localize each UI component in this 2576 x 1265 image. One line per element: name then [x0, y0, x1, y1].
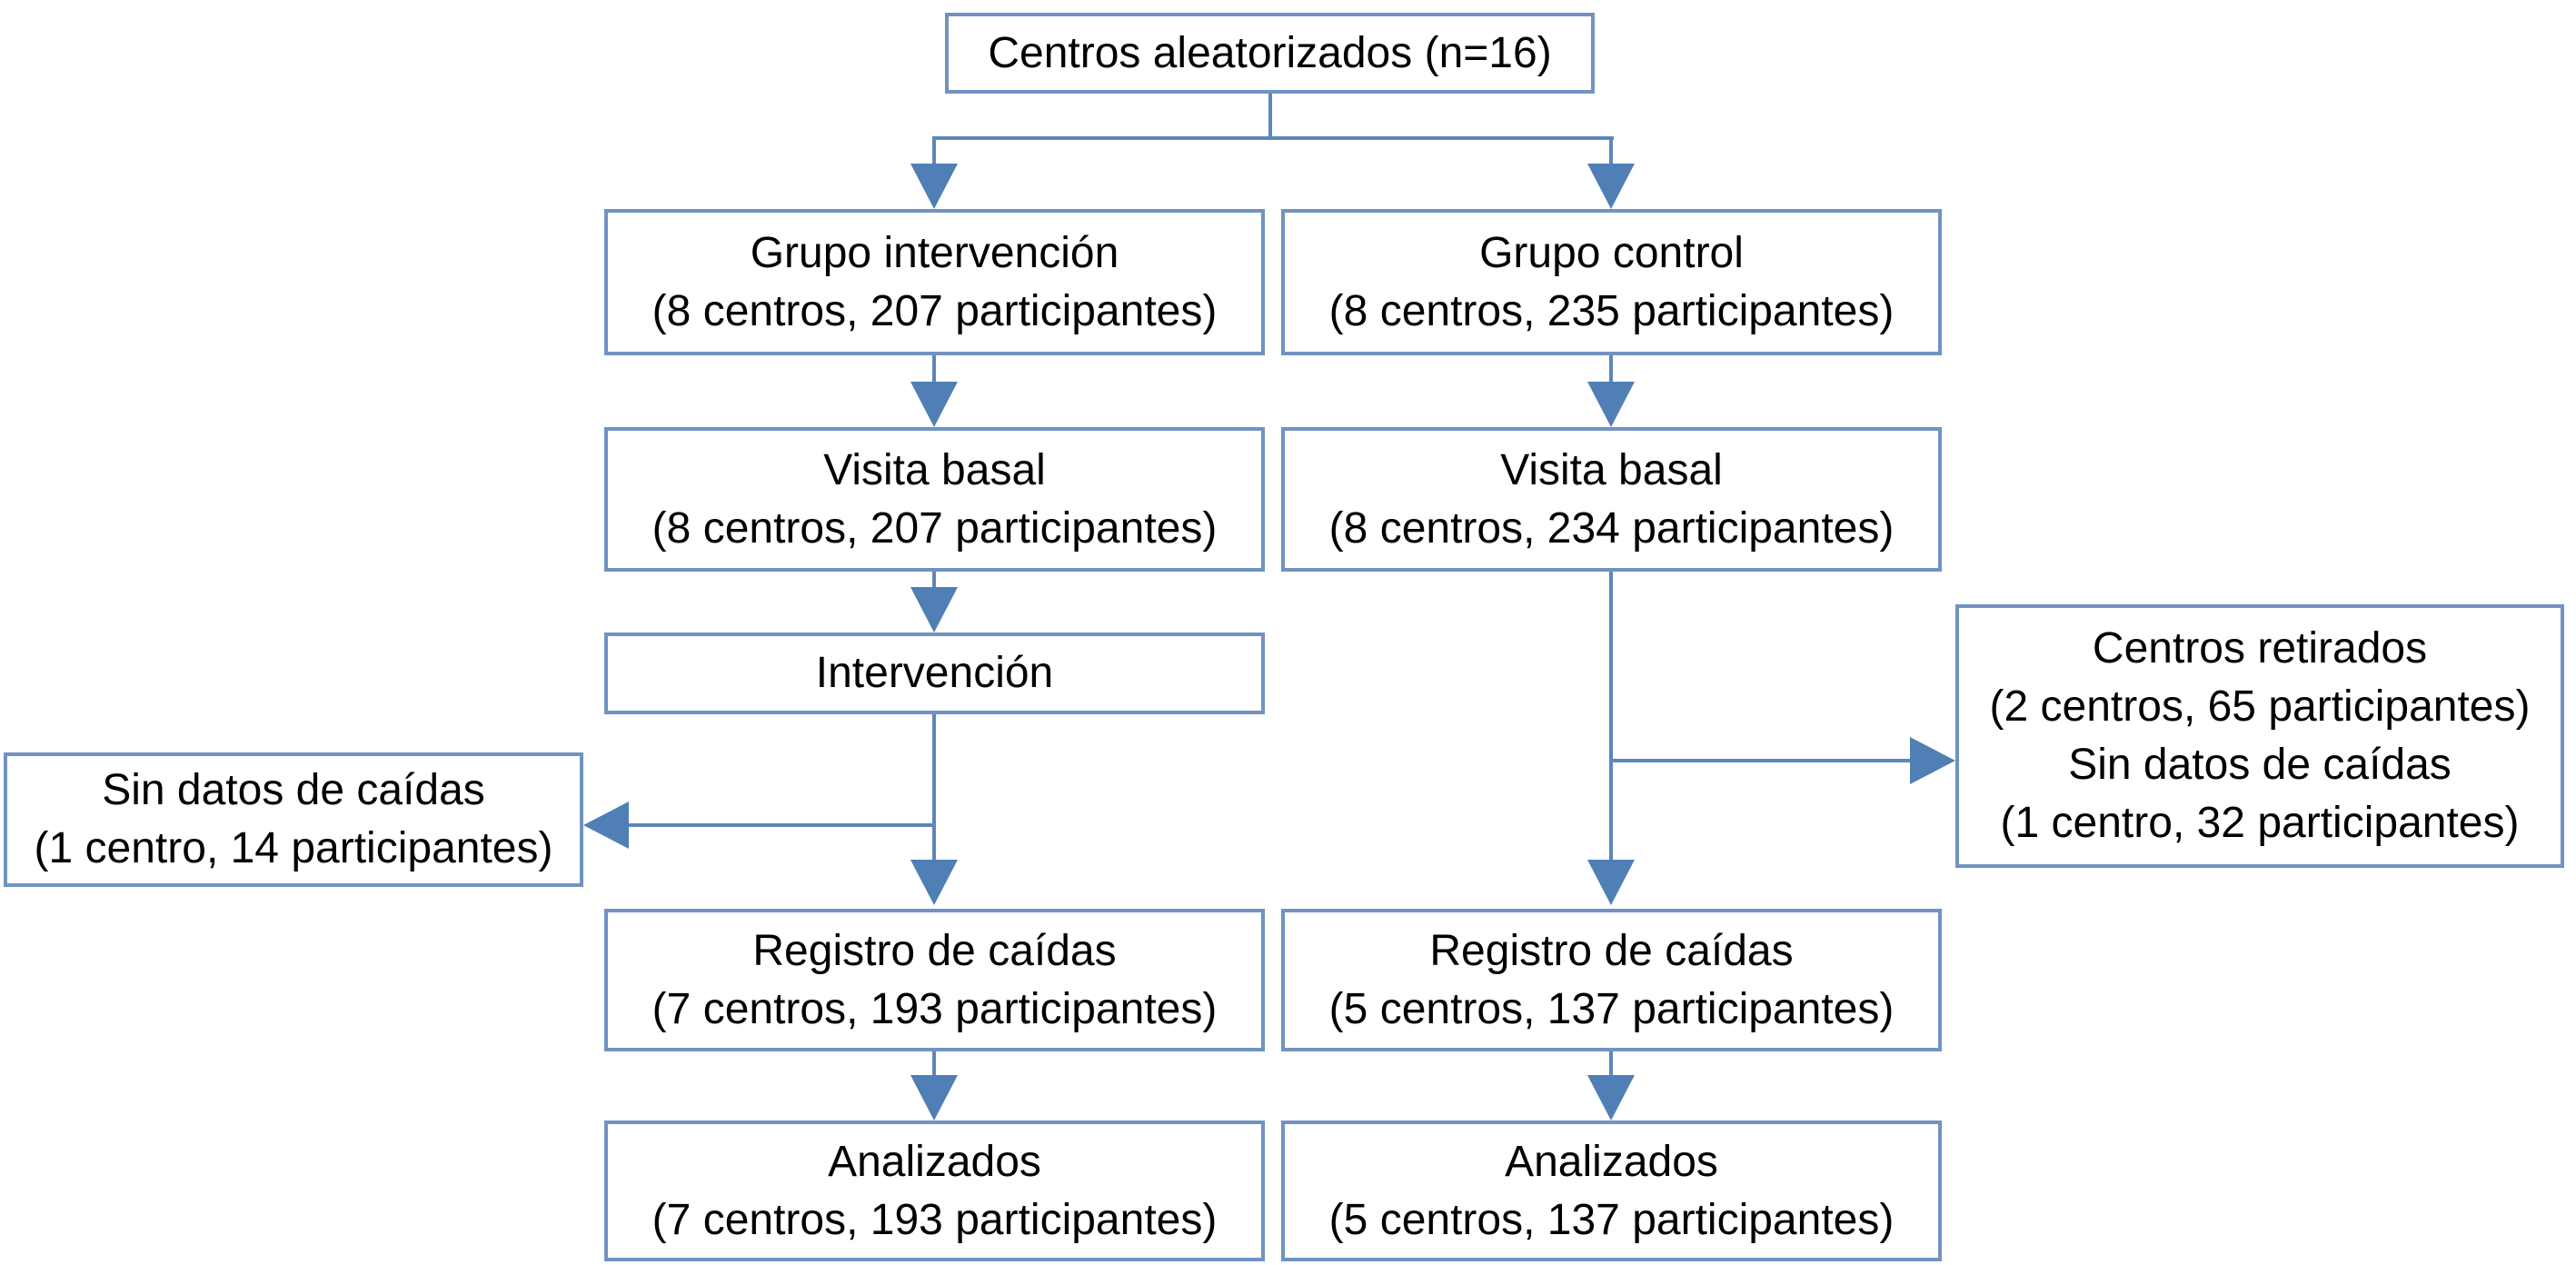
connector-line: [932, 714, 936, 862]
connector-line: [932, 136, 936, 165]
node-text-line: (2 centros, 65 participantes): [1989, 682, 2531, 731]
connector-line: [932, 1051, 936, 1077]
node-text-line: (1 centro, 32 participantes): [2000, 799, 2520, 847]
node-text-line: Intervención: [815, 649, 1054, 697]
arrowhead-down-icon: [1587, 382, 1635, 427]
node-text-line: Visita basal: [823, 445, 1046, 494]
node-text-line: Visita basal: [1500, 445, 1723, 494]
connector-line: [932, 572, 936, 589]
node-control-group: Grupo control (8 centros, 235 participan…: [1281, 209, 1942, 355]
connector-line: [1611, 759, 1910, 762]
arrowhead-right-icon: [1910, 737, 1955, 784]
node-text-line: Grupo intervención: [750, 228, 1119, 277]
node-intervention: Intervención: [604, 632, 1265, 714]
node-falls-registry-control: Registro de caídas (5 centros, 137 parti…: [1281, 909, 1942, 1051]
connector-line: [932, 355, 936, 383]
arrowhead-down-icon: [1587, 860, 1635, 905]
node-text-line: (7 centros, 193 participantes): [651, 1195, 1218, 1244]
node-text-line: Analizados: [1505, 1137, 1718, 1186]
connector-line: [932, 136, 1614, 140]
arrowhead-down-icon: [910, 164, 958, 209]
node-baseline-control: Visita basal (8 centros, 234 participant…: [1281, 427, 1942, 572]
node-falls-registry-intervention: Registro de caídas (7 centros, 193 parti…: [604, 909, 1265, 1051]
node-randomized: Centros aleatorizados (n=16): [945, 13, 1595, 94]
node-text-line: Registro de caídas: [1429, 926, 1794, 975]
node-text-line: Registro de caídas: [752, 926, 1117, 975]
node-text-line: (5 centros, 137 participantes): [1328, 1195, 1895, 1244]
node-analyzed-control: Analizados (5 centros, 137 participantes…: [1281, 1121, 1942, 1261]
node-intervention-group: Grupo intervención (8 centros, 207 parti…: [604, 209, 1265, 355]
node-no-falls-intervention: Sin datos de caídas (1 centro, 14 partic…: [4, 752, 583, 887]
node-text-line: Sin datos de caídas: [2068, 741, 2452, 789]
connector-line: [1609, 572, 1613, 862]
node-text-line: Centros retirados: [2092, 624, 2428, 672]
node-text-line: (1 centro, 14 participantes): [34, 824, 553, 872]
node-text-line: (8 centros, 234 participantes): [1328, 503, 1895, 553]
arrowhead-down-icon: [910, 382, 958, 427]
node-text-line: Centros aleatorizados (n=16): [988, 28, 1552, 77]
node-withdrawn-control: Centros retirados (2 centros, 65 partici…: [1955, 604, 2564, 868]
node-text-line: (8 centros, 235 participantes): [1328, 286, 1895, 335]
node-analyzed-intervention: Analizados (7 centros, 193 participantes…: [604, 1121, 1265, 1261]
connector-line: [629, 823, 934, 827]
arrowhead-down-icon: [1587, 164, 1635, 209]
arrowhead-left-icon: [583, 802, 629, 849]
node-text-line: Grupo control: [1479, 228, 1744, 277]
node-text-line: Analizados: [828, 1137, 1041, 1186]
arrowhead-down-icon: [910, 860, 958, 905]
node-text-line: (5 centros, 137 participantes): [1328, 984, 1895, 1033]
node-text-line: Sin datos de caídas: [102, 766, 485, 814]
node-baseline-intervention: Visita basal (8 centros, 207 participant…: [604, 427, 1265, 572]
node-text-line: (8 centros, 207 participantes): [651, 286, 1218, 335]
connector-line: [1609, 1051, 1613, 1077]
connector-line: [1609, 136, 1613, 165]
node-text-line: (7 centros, 193 participantes): [651, 984, 1218, 1033]
connector-line: [1268, 94, 1272, 138]
connector-line: [1609, 355, 1613, 383]
arrowhead-down-icon: [910, 587, 958, 632]
arrowhead-down-icon: [910, 1075, 958, 1121]
node-text-line: (8 centros, 207 participantes): [651, 503, 1218, 553]
arrowhead-down-icon: [1587, 1075, 1635, 1121]
